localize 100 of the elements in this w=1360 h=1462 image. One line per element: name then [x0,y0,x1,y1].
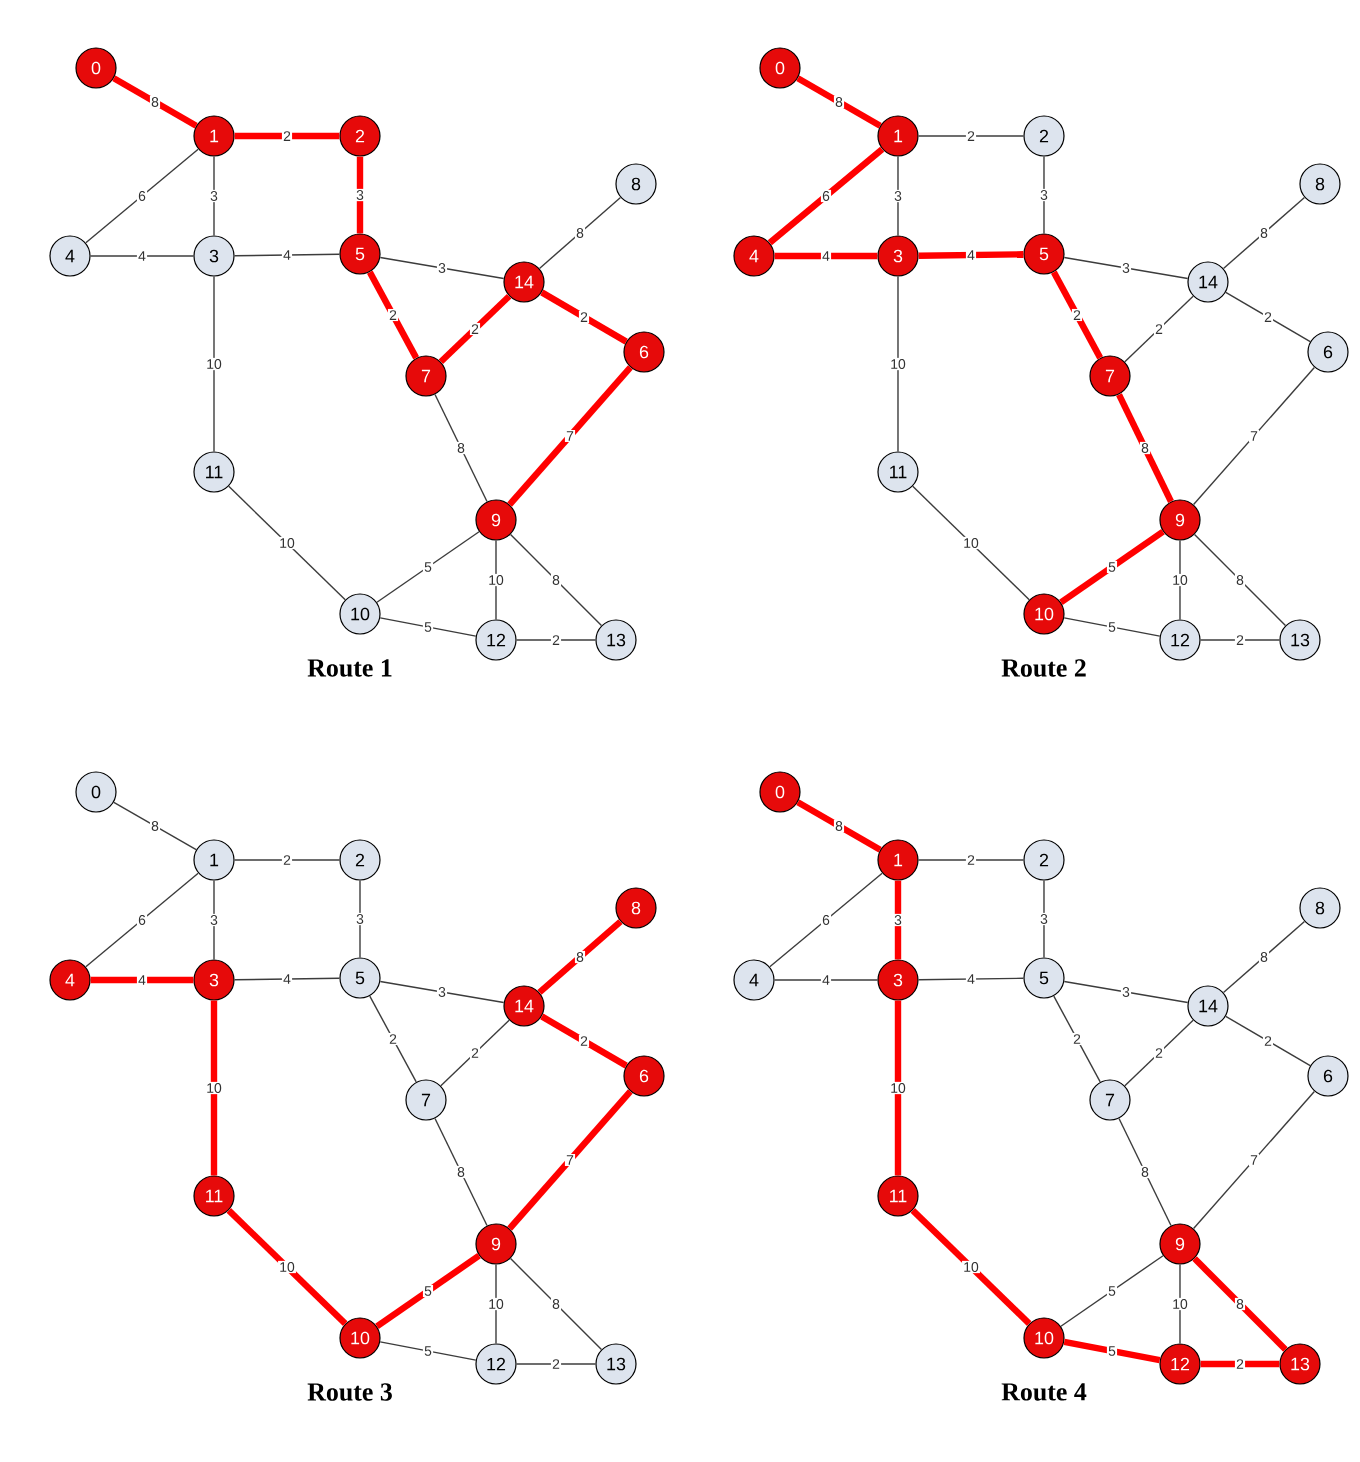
graph-node: 1 [877,115,919,157]
graph-node: 10 [339,593,381,635]
graph-edge [1225,1015,1311,1067]
graph-edge [369,995,417,1083]
graph-node: 0 [759,47,801,89]
graph-node: 8 [1299,163,1341,205]
graph-edge [1124,295,1194,363]
graph-node: 4 [49,959,91,1001]
graph-node: 7 [1089,1079,1131,1121]
graph-edge [507,365,633,507]
graph-edge [1043,155,1045,235]
graph-node: 6 [1307,331,1349,373]
graph-edge [233,253,341,257]
graph-edge [1225,291,1311,343]
graph-edge [917,135,1025,137]
graph-edge [226,1208,348,1326]
graph-node: 5 [339,233,381,275]
graph-node: 4 [733,959,775,1001]
graph-edge [359,879,361,959]
graph-edge [234,132,340,140]
graph-node: 3 [193,235,235,277]
graph-node: 5 [1023,233,1065,275]
graph-edge [917,977,1025,981]
graph-node: 2 [339,839,381,881]
graph-node: 11 [193,451,235,493]
graph-edge [213,879,215,961]
graph-edge [495,1263,497,1345]
graph-node: 12 [475,1343,517,1385]
graph-edge [1179,539,1181,621]
route-title: Route 4 [1001,1383,1087,1401]
graph-node: 11 [193,1175,235,1217]
graph-edge [1116,393,1174,503]
graph-edge [894,880,902,960]
graph-node: 13 [595,1343,637,1385]
graph-node: 5 [339,957,381,999]
graph-edge [509,1257,603,1351]
route-title: Route 2 [1001,659,1086,677]
graph-node: 2 [339,115,381,157]
graph-edge [113,801,197,851]
graph-edge [1063,256,1189,280]
graph-node: 1 [877,839,919,881]
graph-node: 10 [1023,1317,1065,1359]
graph-node: 6 [623,331,665,373]
graph-node: 8 [615,163,657,205]
graph-edge [515,639,597,641]
graph-node: 13 [595,619,637,661]
graph-node: 12 [475,619,517,661]
graph-edge [897,275,899,453]
graph-node: 3 [877,959,919,1001]
graph-edge [375,1253,481,1329]
graph-edge [1192,366,1316,506]
route-title: Route 1 [307,659,392,677]
graph-node: 0 [759,771,801,813]
graph-edge [910,1208,1032,1326]
graph-edge [1063,980,1189,1004]
graph-node: 7 [405,1079,447,1121]
graph-edge [1059,529,1165,605]
graph-edge [367,270,419,360]
graph-node: 3 [193,959,235,1001]
graph-edge [894,1000,902,1176]
graph-edge [495,539,497,621]
graph-edge [540,1013,628,1069]
graph-node: 4 [49,235,91,277]
graph-edge [773,979,879,981]
graph-node: 13 [1279,619,1321,661]
graph-edge [434,1117,488,1227]
graph-node: 5 [1023,957,1065,999]
route-title: Route 3 [307,1383,392,1401]
graph-edge [89,255,195,257]
graph-node: 4 [733,235,775,277]
graph-node: 7 [405,355,447,397]
graph-edge [1051,270,1103,360]
graph-node: 14 [503,261,545,303]
graph-node: 3 [877,235,919,277]
graph-edge [1063,1338,1161,1364]
graph-node: 9 [1159,499,1201,541]
graph-edge [769,872,883,968]
graph-node: 0 [75,771,117,813]
graph-node: 10 [1023,593,1065,635]
graph-node: 9 [475,1223,517,1265]
graph-edge [918,251,1024,259]
graph-node: 12 [1159,1343,1201,1385]
graph-edge [538,196,622,270]
graph-edge [379,1341,477,1361]
graph-edge [917,859,1025,861]
graph-node: 11 [877,451,919,493]
graph-node: 10 [339,1317,381,1359]
graph-edge [434,393,488,503]
graph-node: 14 [1187,985,1229,1027]
graph-edge [537,919,623,995]
graph-edge [1200,1360,1280,1368]
graph-edge [1043,879,1045,959]
graph-edge [213,155,215,237]
graph-edge [356,156,364,234]
graph-edge [379,256,505,280]
graph-edge [1192,1256,1288,1352]
graph-edge [507,1089,633,1231]
graph-node: 13 [1279,1343,1321,1385]
graph-edge [379,617,477,637]
graph-edge [1060,1255,1164,1327]
